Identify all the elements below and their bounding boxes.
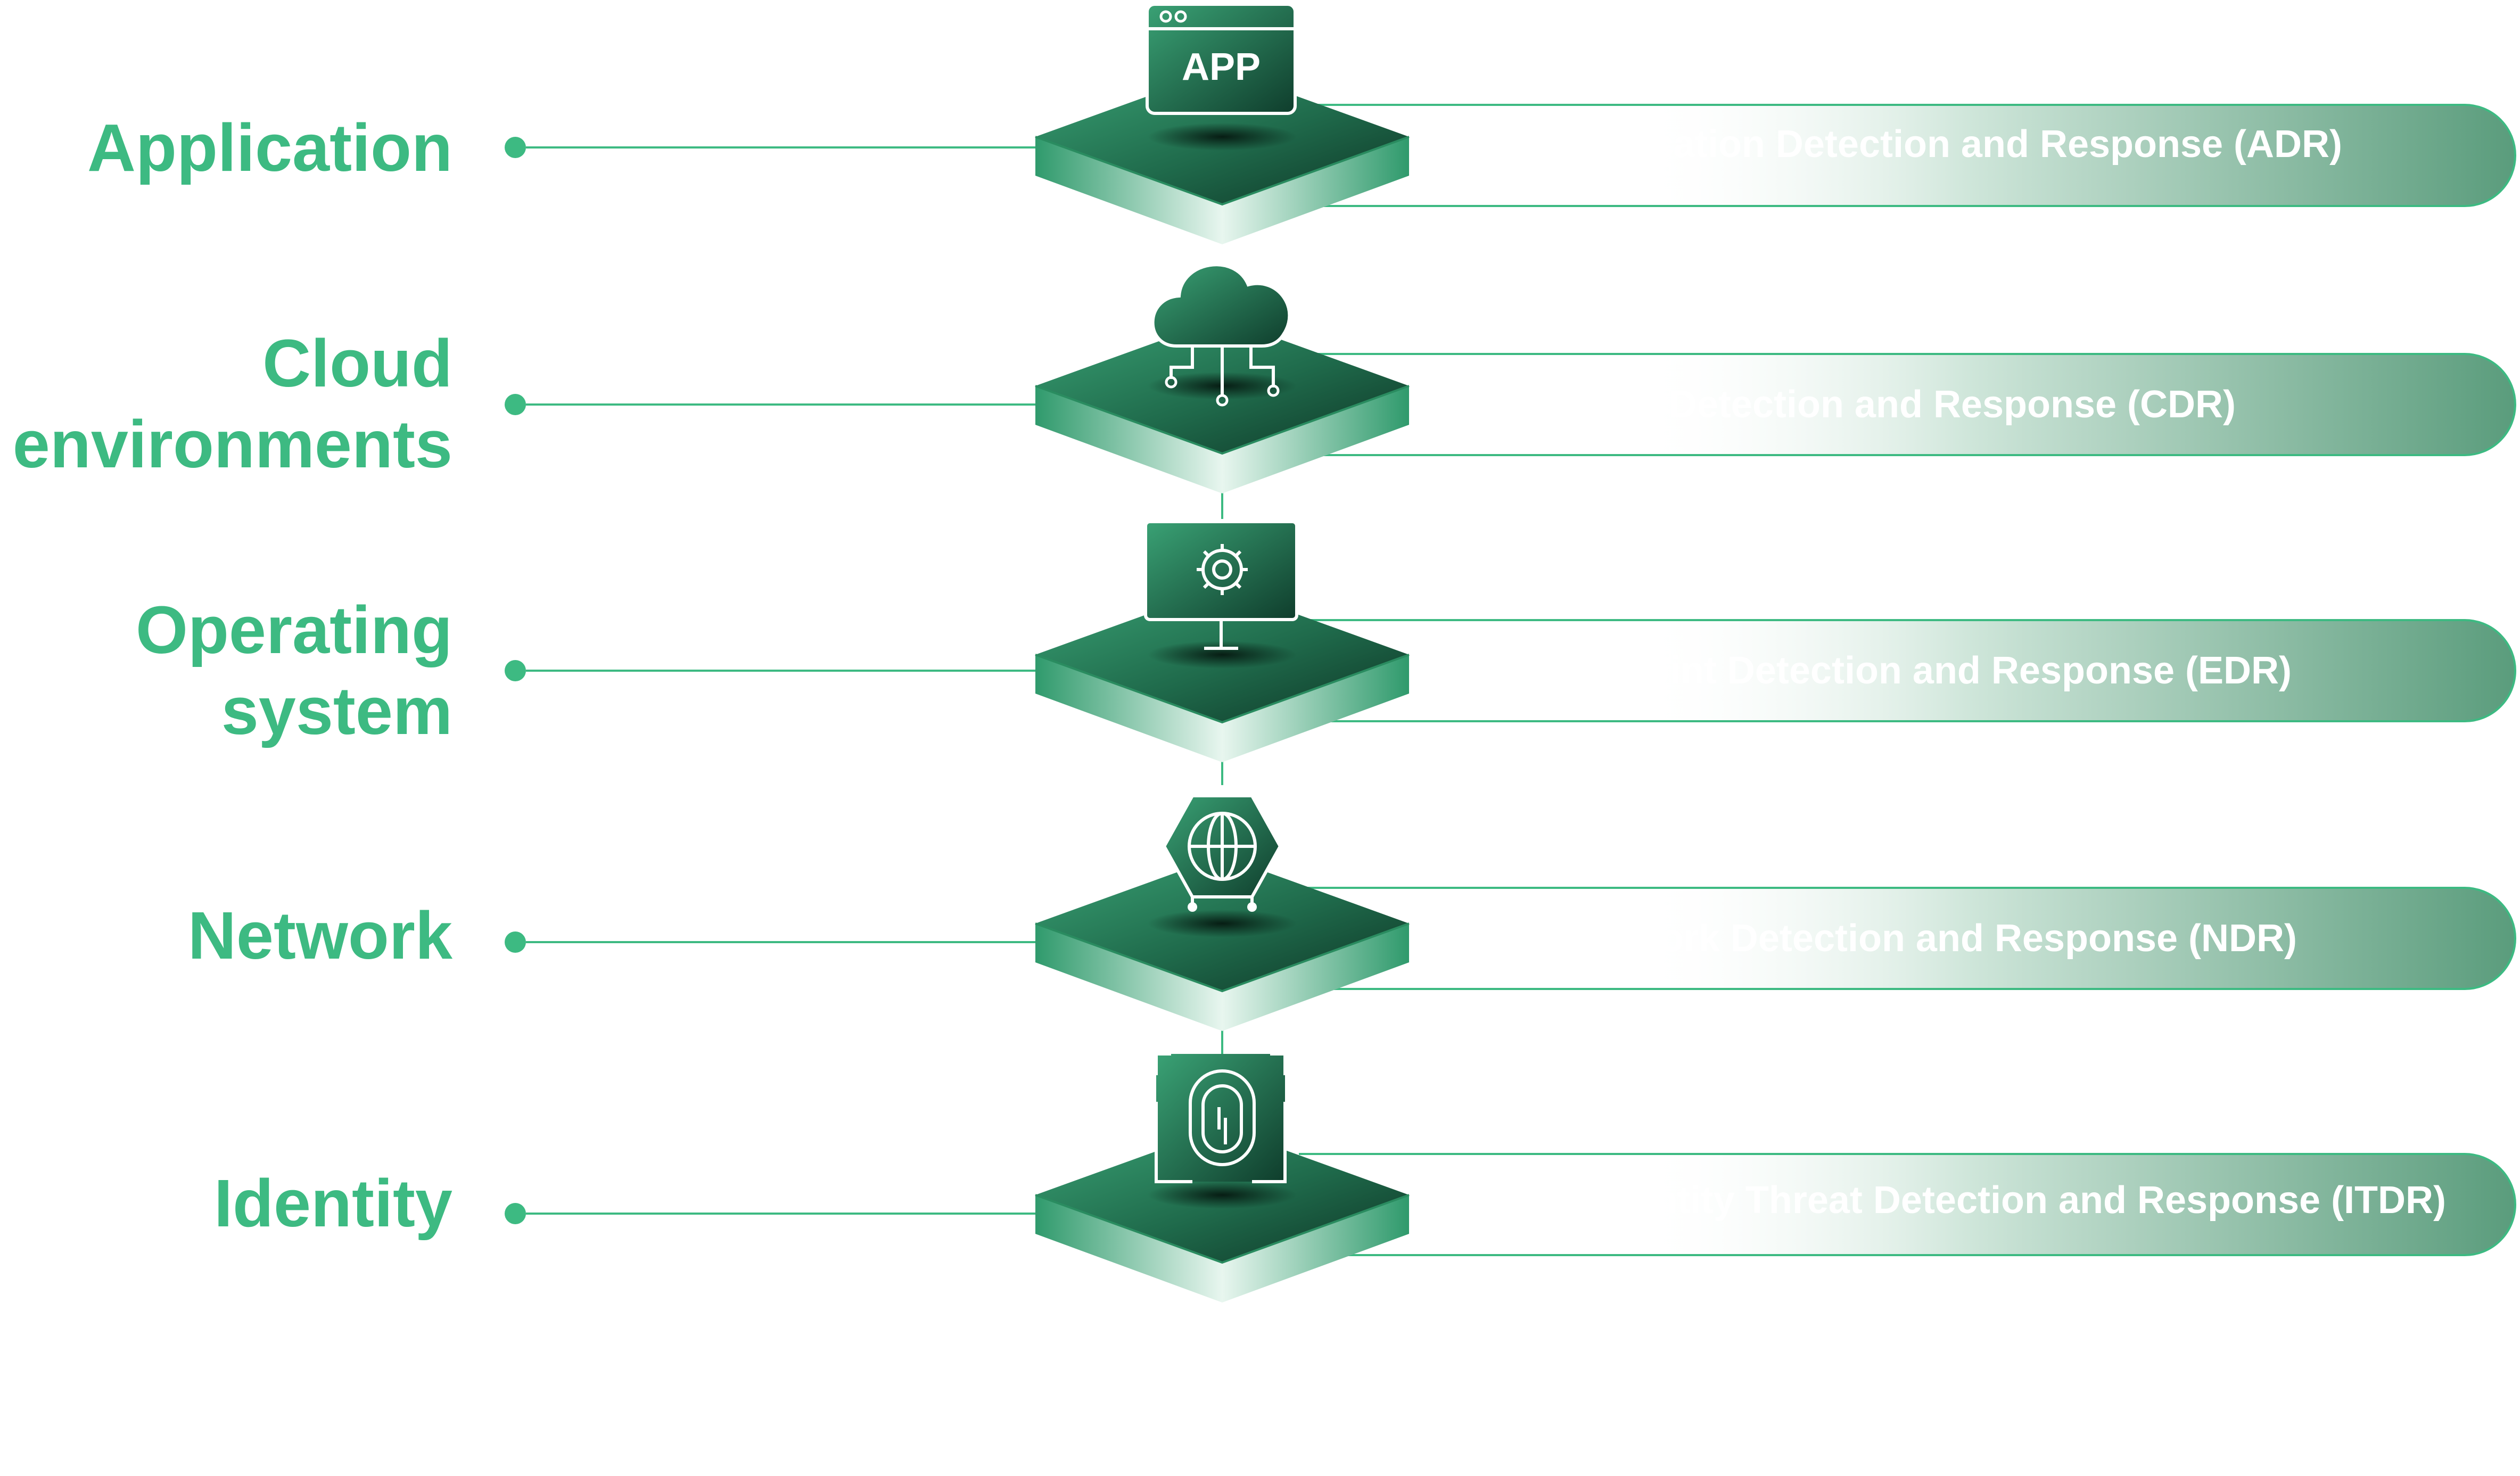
label-dot bbox=[505, 931, 526, 953]
solution-label: Application Detection and Response (ADR) bbox=[1557, 123, 2342, 166]
solution-pill bbox=[1299, 105, 2515, 206]
layer-label-identity: Identity bbox=[214, 1163, 452, 1244]
platform bbox=[1035, 69, 1410, 244]
layer-row-cloud: Cloud Detection and Response (CDR) bbox=[505, 263, 2516, 493]
layer-label-application: Application bbox=[87, 108, 452, 188]
fingerprint-icon bbox=[1155, 1052, 1287, 1183]
label-dot bbox=[505, 137, 526, 158]
platform bbox=[1035, 587, 1410, 762]
solution-pill bbox=[1299, 354, 2515, 455]
layer-label-network: Network bbox=[188, 895, 452, 976]
layer-row-identity: Identity Threat Detection and Response (… bbox=[505, 1052, 2516, 1302]
label-dot bbox=[505, 660, 526, 681]
app-window-icon: APP bbox=[1146, 3, 1297, 115]
layer-row-operating-system: Endpoint Detection and Response (EDR) bbox=[505, 520, 2516, 762]
solution-label: Cloud Detection and Response (CDR) bbox=[1550, 383, 2236, 426]
cloud-network-icon bbox=[1151, 263, 1291, 407]
solution-label: Endpoint Detection and Response (EDR) bbox=[1551, 649, 2292, 692]
solution-label: Identity Threat Detection and Response (… bbox=[1599, 1179, 2446, 1222]
layer-label-cloud: Cloud environments bbox=[13, 323, 452, 485]
layer-label-line: Operating bbox=[135, 592, 452, 667]
platform bbox=[1035, 856, 1410, 1031]
monitor-gear-icon bbox=[1144, 520, 1298, 650]
layer-label-line: system bbox=[221, 673, 452, 748]
app-icon-text: APP bbox=[1182, 46, 1261, 88]
layer-label-operating-system: Operating system bbox=[136, 590, 452, 752]
globe-network-icon bbox=[1162, 794, 1282, 912]
layer-label-line: Network bbox=[187, 898, 452, 973]
platform bbox=[1035, 318, 1410, 493]
solution-pill bbox=[1299, 620, 2515, 721]
layer-label-line: Application bbox=[87, 110, 452, 185]
layer-label-line: environments bbox=[12, 407, 452, 482]
solution-pill bbox=[1299, 888, 2515, 989]
platform bbox=[1035, 1127, 1410, 1302]
layer-label-line: Cloud bbox=[262, 326, 452, 401]
layer-label-line: Identity bbox=[213, 1166, 452, 1241]
layer-row-application: Application Detection and Response (ADR)… bbox=[505, 3, 2516, 244]
label-dot bbox=[505, 1203, 526, 1224]
layer-row-network: Network Detection and Response (NDR) bbox=[505, 794, 2516, 1031]
solution-label: Network Detection and Response (NDR) bbox=[1569, 917, 2297, 960]
label-dot bbox=[505, 394, 526, 415]
solution-pill bbox=[1299, 1154, 2515, 1255]
